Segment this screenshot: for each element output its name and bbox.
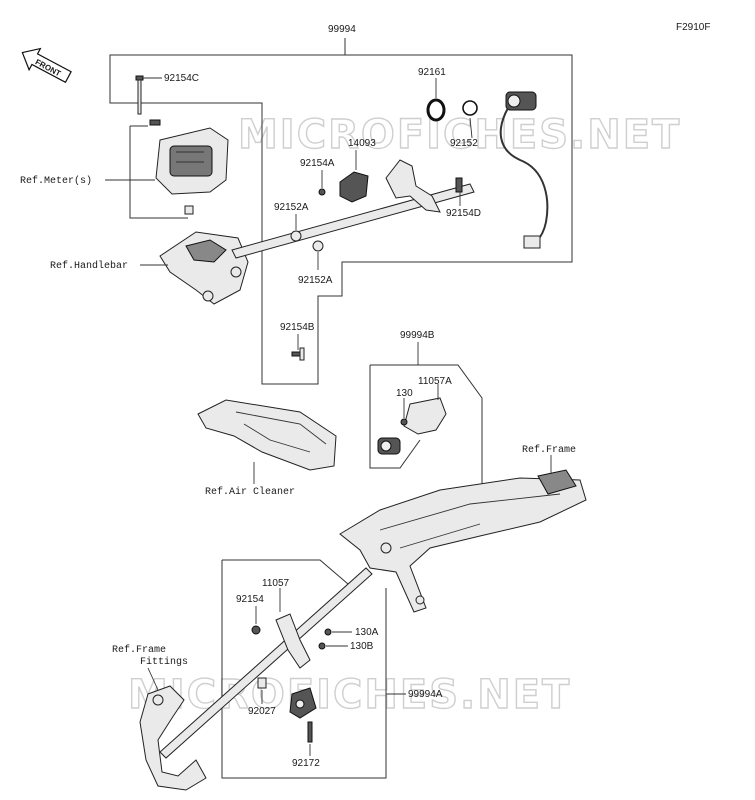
label-130A: 130A bbox=[355, 627, 379, 638]
label-14093: 14093 bbox=[348, 138, 376, 149]
ref-meter: Ref.Meter(s) bbox=[20, 175, 92, 187]
label-92154B: 92154B bbox=[280, 322, 315, 333]
clip-92152-icon bbox=[462, 100, 478, 116]
ref-handlebar: Ref.Handlebar bbox=[50, 260, 128, 272]
bracket-11057-icon bbox=[275, 613, 311, 669]
handlebar-bracket-icon bbox=[159, 231, 249, 305]
label-92154D: 92154D bbox=[446, 208, 481, 219]
label-92161: 92161 bbox=[418, 67, 446, 78]
label-99994: 99994 bbox=[328, 24, 356, 35]
collar-92027-icon bbox=[257, 677, 267, 689]
bolt-92154C-icon bbox=[135, 75, 144, 115]
bolt-92154D-icon bbox=[455, 177, 463, 193]
bolt-92154B-icon bbox=[291, 347, 305, 361]
label-99994B: 99994B bbox=[400, 330, 435, 341]
label-130: 130 bbox=[396, 388, 413, 399]
frame-icon bbox=[339, 469, 587, 613]
watermark-bottom: MICROFICHES.NET bbox=[128, 672, 571, 718]
assembly-99994-outline bbox=[109, 38, 573, 385]
frame-fittings-icon bbox=[139, 685, 207, 791]
screw-92154A-icon bbox=[318, 188, 326, 196]
label-92152A-1: 92152A bbox=[274, 202, 309, 213]
socket-bracket-icon bbox=[385, 159, 441, 213]
ref-frame-fittings-line1: Ref.Frame bbox=[112, 644, 166, 656]
label-11057A: 11057A bbox=[418, 376, 452, 387]
label-92154C: 92154C bbox=[164, 73, 199, 84]
socket-cable-icon bbox=[499, 91, 549, 249]
front-arrow-icon: FRONT bbox=[21, 47, 72, 84]
label-92172: 92172 bbox=[292, 758, 320, 769]
meter-icon bbox=[149, 119, 229, 215]
screw-130B-icon bbox=[318, 642, 326, 650]
lower-socket-icon bbox=[289, 687, 317, 719]
ref-air-cleaner: Ref.Air Cleaner bbox=[205, 486, 295, 498]
collar-92152A-icon bbox=[290, 230, 324, 252]
cover-14093-icon bbox=[339, 171, 369, 203]
ref-frame: Ref.Frame bbox=[522, 444, 576, 456]
ring-92161-icon bbox=[426, 98, 446, 122]
label-92154A: 92154A bbox=[300, 158, 335, 169]
label-99994A: 99994A bbox=[408, 689, 443, 700]
label-92027: 92027 bbox=[248, 706, 276, 717]
screw-92172-icon bbox=[307, 721, 313, 743]
air-cleaner-icon bbox=[197, 399, 337, 471]
screw-130A-icon bbox=[324, 628, 332, 636]
screw-130-icon bbox=[400, 418, 408, 426]
label-92154: 92154 bbox=[236, 594, 264, 605]
label-92152: 92152 bbox=[450, 138, 478, 149]
figure-code: F2910F bbox=[676, 22, 710, 33]
ref-frame-fittings-line2: Fittings bbox=[140, 656, 188, 668]
label-11057: 11057 bbox=[262, 578, 290, 589]
socket-99994B-icon bbox=[377, 397, 447, 455]
label-130B: 130B bbox=[350, 641, 374, 652]
watermark-top: MICROFICHES.NET bbox=[238, 112, 681, 158]
label-92152A-2: 92152A bbox=[298, 275, 333, 286]
screw-92154-icon bbox=[251, 625, 261, 635]
lower-mount-bar-icon bbox=[159, 567, 373, 759]
